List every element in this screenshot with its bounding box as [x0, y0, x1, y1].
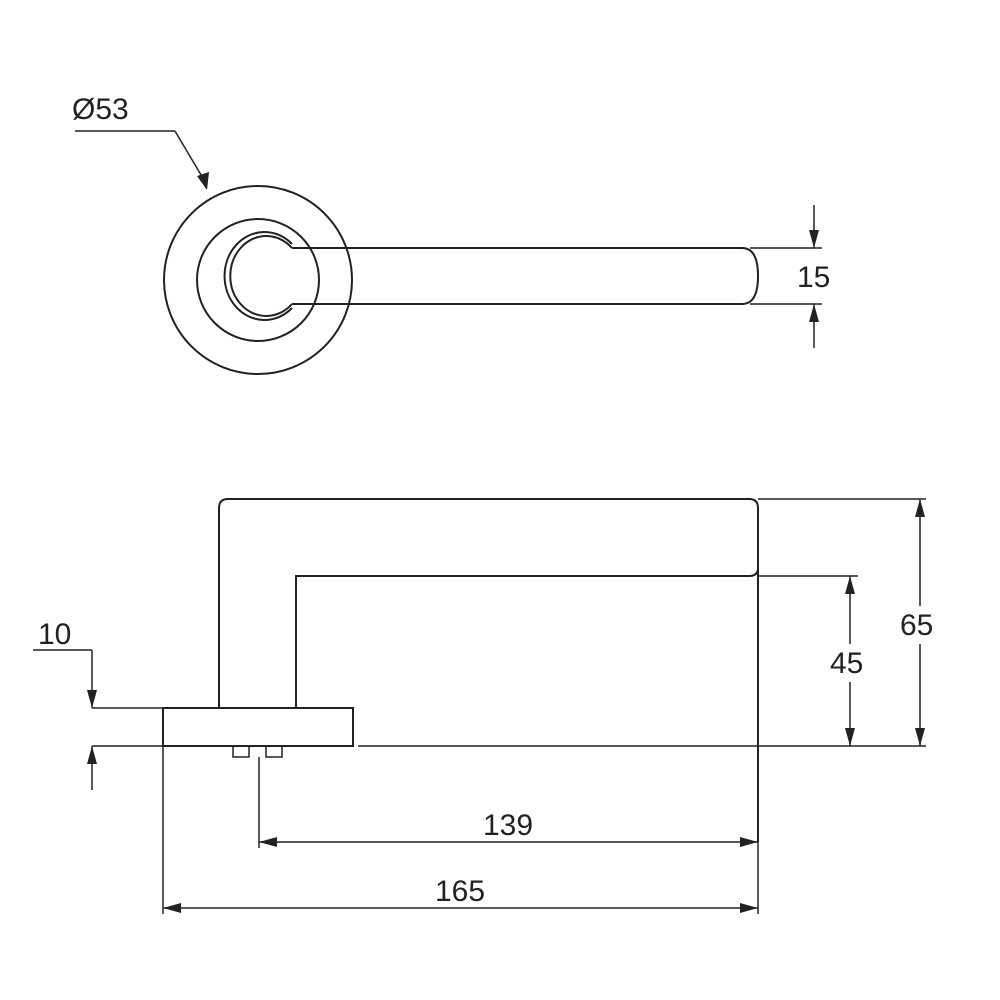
overall-length-label: 165	[435, 875, 485, 908]
diameter-callout: Ø53	[72, 93, 209, 190]
lever-thickness-dimension: 15	[750, 205, 830, 348]
inner-height-dimension: 45	[358, 575, 926, 747]
lever-outer-profile	[218, 498, 759, 708]
screw-left	[232, 745, 250, 758]
diameter-label: Ø53	[72, 93, 129, 126]
lever-neck-outline	[229, 235, 293, 317]
spindle-projection-dimension: 139	[258, 757, 758, 848]
lever-outline-top	[357, 247, 760, 305]
screw-right	[265, 745, 283, 758]
rose-outer-circle	[163, 185, 353, 375]
lever-thickness-label: 15	[797, 261, 830, 294]
side-view	[162, 498, 759, 842]
lever-neck-inner	[223, 231, 293, 321]
arrowhead-rose-down	[87, 690, 97, 708]
arrowhead-spindle-left	[259, 837, 277, 847]
rose-thickness-dimension: 10	[33, 618, 163, 790]
spindle-projection-label: 139	[483, 809, 533, 842]
overall-height-dimension: 65	[758, 498, 942, 746]
top-view	[163, 185, 760, 375]
rose-thickness-label: 10	[38, 618, 71, 651]
overall-height-label: 65	[900, 609, 933, 642]
arrowhead-length-left	[163, 903, 181, 913]
arrowhead-rose-up	[87, 746, 97, 764]
rose-middle-circle	[196, 218, 320, 342]
arrowhead-inner-down	[845, 728, 855, 746]
overall-length-dimension: 165	[162, 746, 759, 914]
arrowhead-overall-up	[915, 499, 925, 517]
arrowhead-length-right	[740, 903, 758, 913]
rose-plate	[162, 707, 354, 747]
diameter-leader-diagonal	[174, 130, 205, 181]
arrowhead-inner-up	[845, 576, 855, 594]
arrowhead-down	[809, 230, 819, 248]
arrowhead-spindle-right	[740, 837, 758, 847]
arrowhead-overall-down	[915, 728, 925, 746]
arrowhead-up	[809, 304, 819, 322]
diameter-arrowhead	[197, 172, 209, 190]
inner-height-label: 45	[830, 647, 863, 680]
